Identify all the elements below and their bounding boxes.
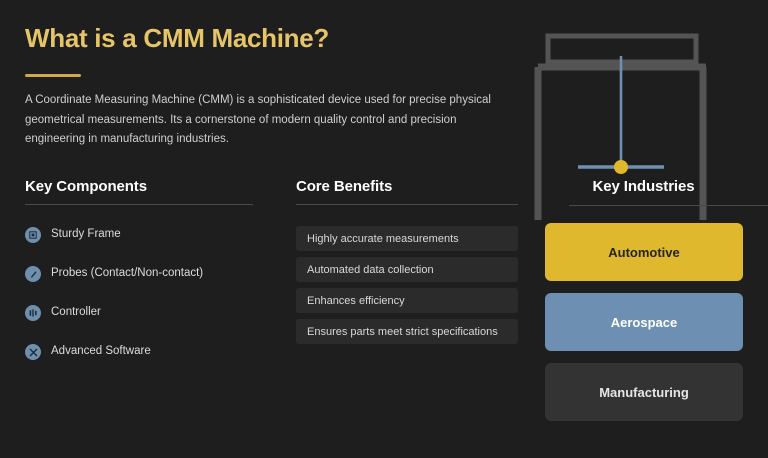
key-industries-section: Key Industries Automotive Aerospace Manu… [545, 178, 768, 433]
key-industries-divider [569, 205, 768, 206]
title-accent-rule [25, 73, 81, 77]
probe-icon [25, 266, 41, 282]
benefit-pill[interactable]: Automated data collection [296, 257, 518, 282]
key-industries-heading-row: Key Industries [545, 178, 768, 196]
industry-card-manufacturing[interactable]: Manufacturing [545, 363, 743, 421]
key-components-section: Key Components Sturdy Frame Pro [25, 178, 253, 381]
key-industries-heading: Key Industries [592, 178, 695, 195]
benefit-pill[interactable]: Ensures parts meet strict specifications [296, 319, 518, 344]
industry-card-aerospace[interactable]: Aerospace [545, 293, 743, 351]
component-item-advanced-software[interactable]: Advanced Software [25, 342, 253, 362]
component-label: Probes (Contact/Non-contact) [51, 267, 204, 280]
controller-icon [25, 305, 41, 321]
component-label: Sturdy Frame [51, 228, 121, 241]
core-benefits-heading: Core Benefits [296, 178, 393, 195]
page-title: What is a CMM Machine? [25, 23, 329, 53]
component-label: Controller [51, 306, 101, 319]
key-industries-list: Automotive Aerospace Manufacturing [545, 223, 768, 421]
cmm-machine-diagram [520, 20, 768, 225]
benefit-pill[interactable]: Enhances efficiency [296, 288, 518, 313]
key-components-heading: Key Components [25, 178, 147, 195]
component-item-probes[interactable]: Probes (Contact/Non-contact) [25, 264, 253, 284]
title-block: What is a CMM Machine? A Coordinate Meas… [25, 23, 525, 150]
component-item-sturdy-frame[interactable]: Sturdy Frame [25, 225, 253, 245]
key-components-divider [25, 204, 253, 205]
component-item-controller[interactable]: Controller [25, 303, 253, 323]
core-benefits-list: Highly accurate measurements Automated d… [296, 226, 518, 344]
core-benefits-section: Core Benefits Highly accurate measuremen… [296, 178, 518, 350]
core-benefits-divider [296, 204, 518, 205]
intro-paragraph: A Coordinate Measuring Machine (CMM) is … [25, 93, 491, 146]
component-label: Advanced Software [51, 345, 151, 358]
key-components-list: Sturdy Frame Probes (Contact/Non-contact… [25, 225, 253, 362]
benefit-pill[interactable]: Highly accurate measurements [296, 226, 518, 251]
frame-icon [25, 227, 41, 243]
software-icon [25, 344, 41, 360]
industry-card-automotive[interactable]: Automotive [545, 223, 743, 281]
